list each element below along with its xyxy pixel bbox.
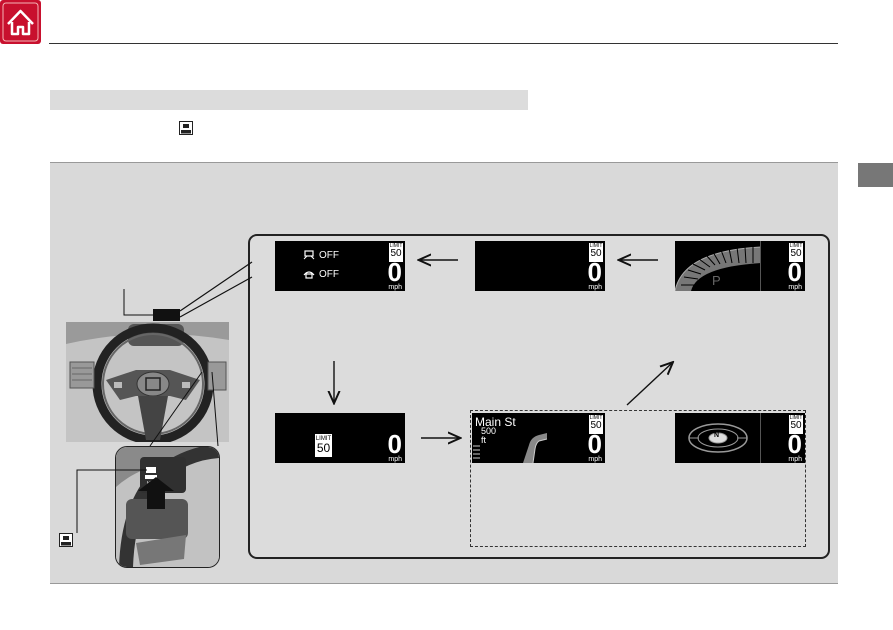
chapter-tab[interactable]	[858, 163, 893, 187]
home-icon	[2, 2, 39, 42]
distance-bar-icon	[473, 445, 480, 459]
speed-unit: mph	[588, 284, 602, 291]
assist-status-2: OFF	[319, 269, 339, 280]
speed-value: 0	[587, 429, 602, 459]
home-button[interactable]	[0, 0, 41, 44]
steering-wheel-photo	[66, 322, 229, 442]
assist-line-2: OFF	[303, 269, 339, 280]
distance-unit: ft	[481, 435, 487, 445]
street-name: Main St	[475, 415, 516, 429]
speed-value: 0	[387, 257, 402, 287]
speed-value: 0	[587, 257, 602, 287]
section-heading-bar	[50, 90, 528, 110]
gear-indicator: P	[712, 273, 721, 288]
navigation-group-outline	[470, 410, 806, 547]
speed-unit: mph	[788, 284, 802, 291]
speed-value: 0	[387, 429, 402, 459]
hud-button-closeup: HUD	[115, 446, 220, 568]
press-arrow-icon	[138, 477, 174, 509]
speed-value: 0	[787, 429, 802, 459]
hud-button-icon-label	[59, 533, 73, 547]
hud-button-icon	[179, 121, 193, 135]
speed-unit: mph	[788, 456, 802, 463]
speed-unit: mph	[388, 456, 402, 463]
distance-value: 500	[481, 426, 497, 436]
hud-display-location-marker	[153, 309, 180, 321]
speed-unit: mph	[588, 456, 602, 463]
tachometer-gauge	[675, 246, 761, 291]
compass-icon	[688, 423, 748, 453]
screen-divider	[760, 241, 761, 291]
adaptive-cruise-icon	[303, 271, 315, 279]
distance-readout: 500 ft	[481, 427, 496, 445]
screen-divider	[760, 413, 761, 463]
header-divider	[49, 43, 838, 44]
assist-line-1: OFF	[303, 250, 339, 261]
assist-status-1: OFF	[319, 250, 339, 261]
speed-value: 0	[787, 257, 802, 287]
compass-heading: N	[714, 432, 720, 439]
lane-keep-icon	[303, 250, 315, 260]
turn-arrow-icon	[523, 433, 548, 463]
speed-unit: mph	[388, 284, 402, 291]
